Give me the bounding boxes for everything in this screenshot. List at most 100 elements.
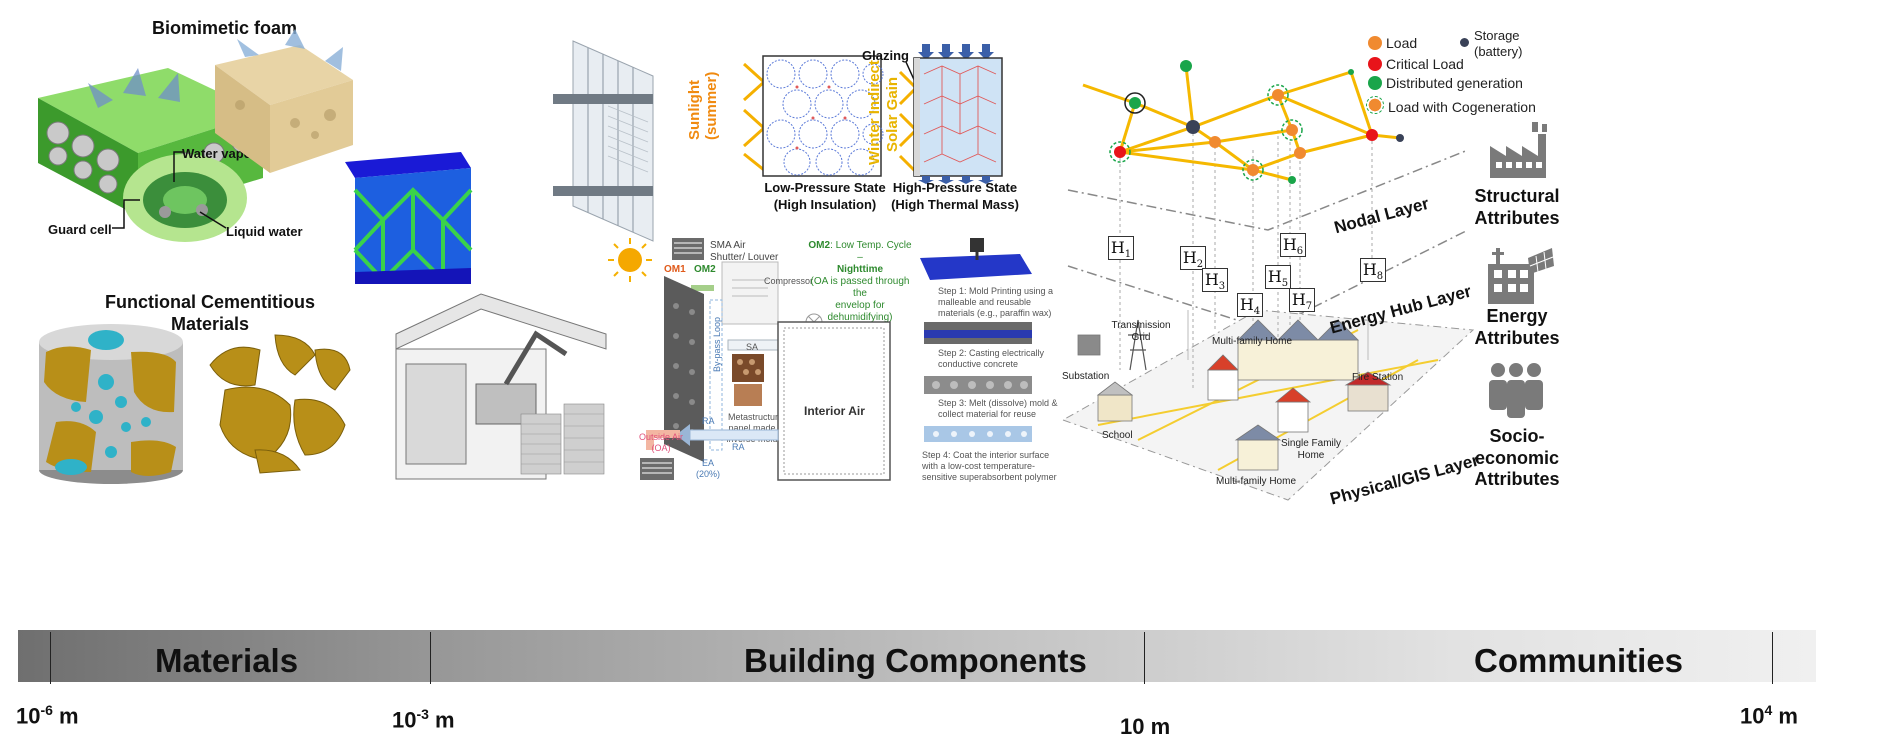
step1-line1: Step 1: Mold Printing using a [938,286,1054,296]
om2-description: OM2: Low Temp. Cycle – Nighttime (OA is … [808,240,912,324]
cementitious-title-line1: Functional Cementitious [104,292,315,312]
scale-label-10k: 104 m [1740,702,1798,729]
scale-building-title: Building Components [744,642,1087,679]
single-line1: Single Family [1280,438,1342,449]
hub-h1: H1 [1108,236,1134,260]
om2-desc-line4: envelop for dehumidifying) [827,300,893,323]
hub-h3-letter: H [1204,270,1219,289]
micro-exp: -6 [40,702,53,718]
fire-station-label: Fire Station [1352,372,1404,383]
hub-h1-sub: 1 [1124,249,1132,261]
hub-h5-letter: H [1267,267,1282,286]
ra-label-1: RA [702,416,715,426]
energy-attributes-label: Energy Attributes [1462,306,1572,349]
energy-line1: Energy [1486,306,1548,326]
step4-coat-illustration [924,426,1032,442]
storage-line1: Storage [1474,28,1520,43]
liquid-water-leader [199,211,227,229]
legend-critical-text: Critical Load [1386,56,1464,72]
interior-air-label: Interior Air [804,404,865,418]
water-vapor-leader [173,151,184,182]
om2-desc-nighttime: Nighttime [836,264,884,275]
meta-line2: panel made by [728,422,788,433]
sun-icon [608,238,652,282]
hub-h1-letter: H [1110,238,1125,257]
scale-materials-title: Materials [155,642,299,679]
hub-h8-letter: H [1362,260,1377,279]
milli-exp: -3 [416,706,429,722]
legend-distributed-text: Distributed generation [1386,75,1523,91]
step2-line2: conductive concrete [938,358,1019,369]
hub-h3-sub: 3 [1218,281,1226,293]
sma-line1: SMA Air [710,240,746,251]
milli-base: 10 [392,707,417,733]
sma-line2: Shutter/ Louver [710,252,779,263]
legend-distributed-dot [1368,76,1382,90]
sma-label: SMA Air Shutter/ Louver [710,240,778,264]
scale-tick-10m [1144,632,1145,684]
legend-cogeneration-dot [1366,96,1384,114]
om2-desc-line1: OM2: Low Temp. Cycle – [808,240,912,264]
outside-air-line2: (OA) [651,442,671,453]
scale-tick-micro [50,632,51,684]
hub-h4-sub: 4 [1253,306,1261,318]
hub-h7-letter: H [1291,290,1306,309]
hub-h6: H6 [1280,233,1306,257]
hub-h7-sub: 7 [1305,301,1313,313]
scale-label-micro: 10-6 m [16,702,79,729]
om2-label: OM2 [694,264,716,275]
hub-h2-sub: 2 [1196,259,1204,271]
school-label: School [1102,430,1133,441]
biomimetic-foam-sand-illustration [215,29,353,173]
ra-label-2: RA [732,442,745,452]
ea-label: EA (20%) [690,458,726,480]
high-pressure-line1: High-Pressure State [892,180,1018,195]
socio-line2: economic [1474,447,1560,468]
gold-aggregate-illustration [209,334,351,474]
outside-air-label: Outside Air (OA) [636,432,686,454]
hub-h5-sub: 5 [1281,278,1289,290]
hub-h6-sub: 6 [1296,246,1304,258]
facade-louver-illustration [553,40,654,242]
glazing-label: Glazing [862,48,909,63]
single-family-label: Single Family Home [1276,438,1346,462]
sunlight-summer-label: Sunlight (summer) [686,71,720,140]
hub-h8: H8 [1360,258,1386,282]
hub-h3: H3 [1202,268,1228,292]
water-vapor-label: Water vapor [182,146,257,161]
micro-base: 10 [16,703,41,729]
guard-cell-leader [112,199,140,229]
hub-h4-letter: H [1239,295,1254,314]
lattice-cube-illustration [345,152,473,284]
high-pressure-line2: (High Thermal Mass) [891,196,1019,212]
bypass-loop [709,299,723,451]
high-pressure-panel-illustration [913,44,1003,184]
scale-tick-milli [430,632,431,684]
hub-h2-letter: H [1182,248,1197,267]
om1-label: OM1 [664,264,686,275]
step3-line1: Step 3: Melt (dissolve) mold & [938,398,1058,408]
om2-desc-key: OM2 [808,240,831,251]
step1-line3: materials (e.g., paraffin wax) [938,307,1052,318]
robotic-printer-illustration [395,293,607,480]
scale-label-10m: 10 m [1120,714,1171,739]
cementitious-title: Functional Cementitious Materials [90,292,330,335]
bypass-label: By-pass Loop [712,316,722,372]
ea-line1: EA [701,458,714,468]
compressor-label: Compressor [764,276,814,286]
hub-h6-letter: H [1282,235,1297,254]
multifamily-label-1: Multi-family Home [1212,336,1293,347]
sa-label: SA [746,342,759,352]
building-energy-icon [1488,248,1554,304]
low-pressure-line1: Low-Pressure State [764,180,886,195]
metastructure-panel [732,354,764,406]
step1-mold-illustration [920,238,1032,280]
hub-h8-sub: 8 [1376,271,1384,283]
hub-h5: H5 [1265,265,1291,289]
legend-critical-dot [1368,57,1382,71]
low-pressure-caption: Low-Pressure State (High Insulation) [730,180,920,214]
cementitious-title-line2: Materials [170,313,250,334]
socio-line1: Socio- [1489,426,1545,446]
om2-desc-text: : Low Temp. Cycle – [830,240,912,263]
high-pressure-caption: High-Pressure State (High Thermal Mass) [870,180,1040,214]
